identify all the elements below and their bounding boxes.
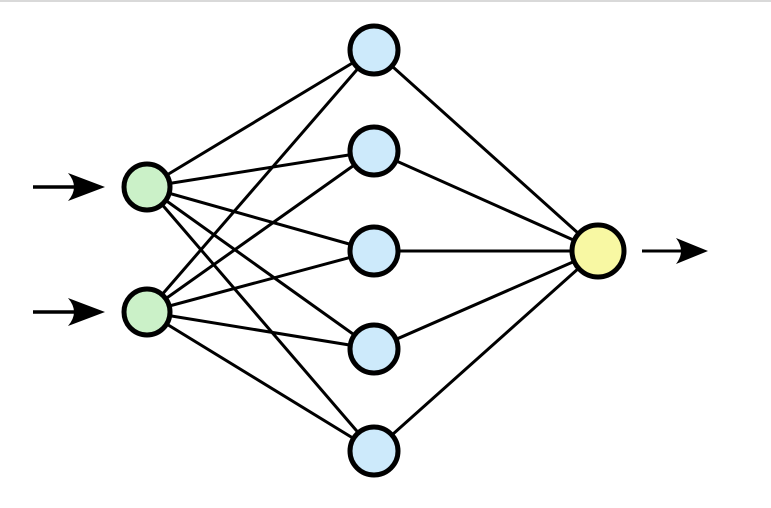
- edge-input-1-hidden-5: [145, 186, 376, 452]
- output-node-1: [569, 222, 627, 280]
- edge-input-1-hidden-4: [146, 185, 375, 351]
- input-arrow-2-head-icon: [68, 298, 105, 326]
- input-node-1: [121, 161, 173, 213]
- edge-input-2-hidden-4: [146, 310, 375, 351]
- hidden-node-2: [347, 124, 401, 178]
- edge-hidden-5-output-1: [373, 249, 599, 453]
- edge-input-1-hidden-3: [146, 185, 375, 253]
- edge-input-2-hidden-2: [146, 149, 375, 314]
- edge-hidden-2-output-1: [373, 149, 599, 253]
- output-arrow-head-icon: [676, 238, 708, 264]
- edge-input-2-hidden-5: [146, 310, 375, 453]
- input-arrow-1-head-icon: [68, 173, 105, 201]
- hidden-node-1: [347, 23, 401, 77]
- hidden-node-4: [347, 322, 401, 376]
- hidden-node-3: [347, 224, 401, 278]
- edge-input-1-hidden-2: [146, 149, 375, 189]
- edge-input-2-hidden-1: [145, 49, 376, 313]
- hidden-node-5: [347, 424, 401, 478]
- edge-input-2-hidden-3: [146, 249, 375, 314]
- edge-input-1-hidden-1: [146, 48, 375, 189]
- top-border: [0, 0, 771, 2]
- edge-hidden-4-output-1: [373, 249, 599, 351]
- input-node-2: [121, 286, 173, 338]
- edge-hidden-1-output-1: [372, 48, 600, 253]
